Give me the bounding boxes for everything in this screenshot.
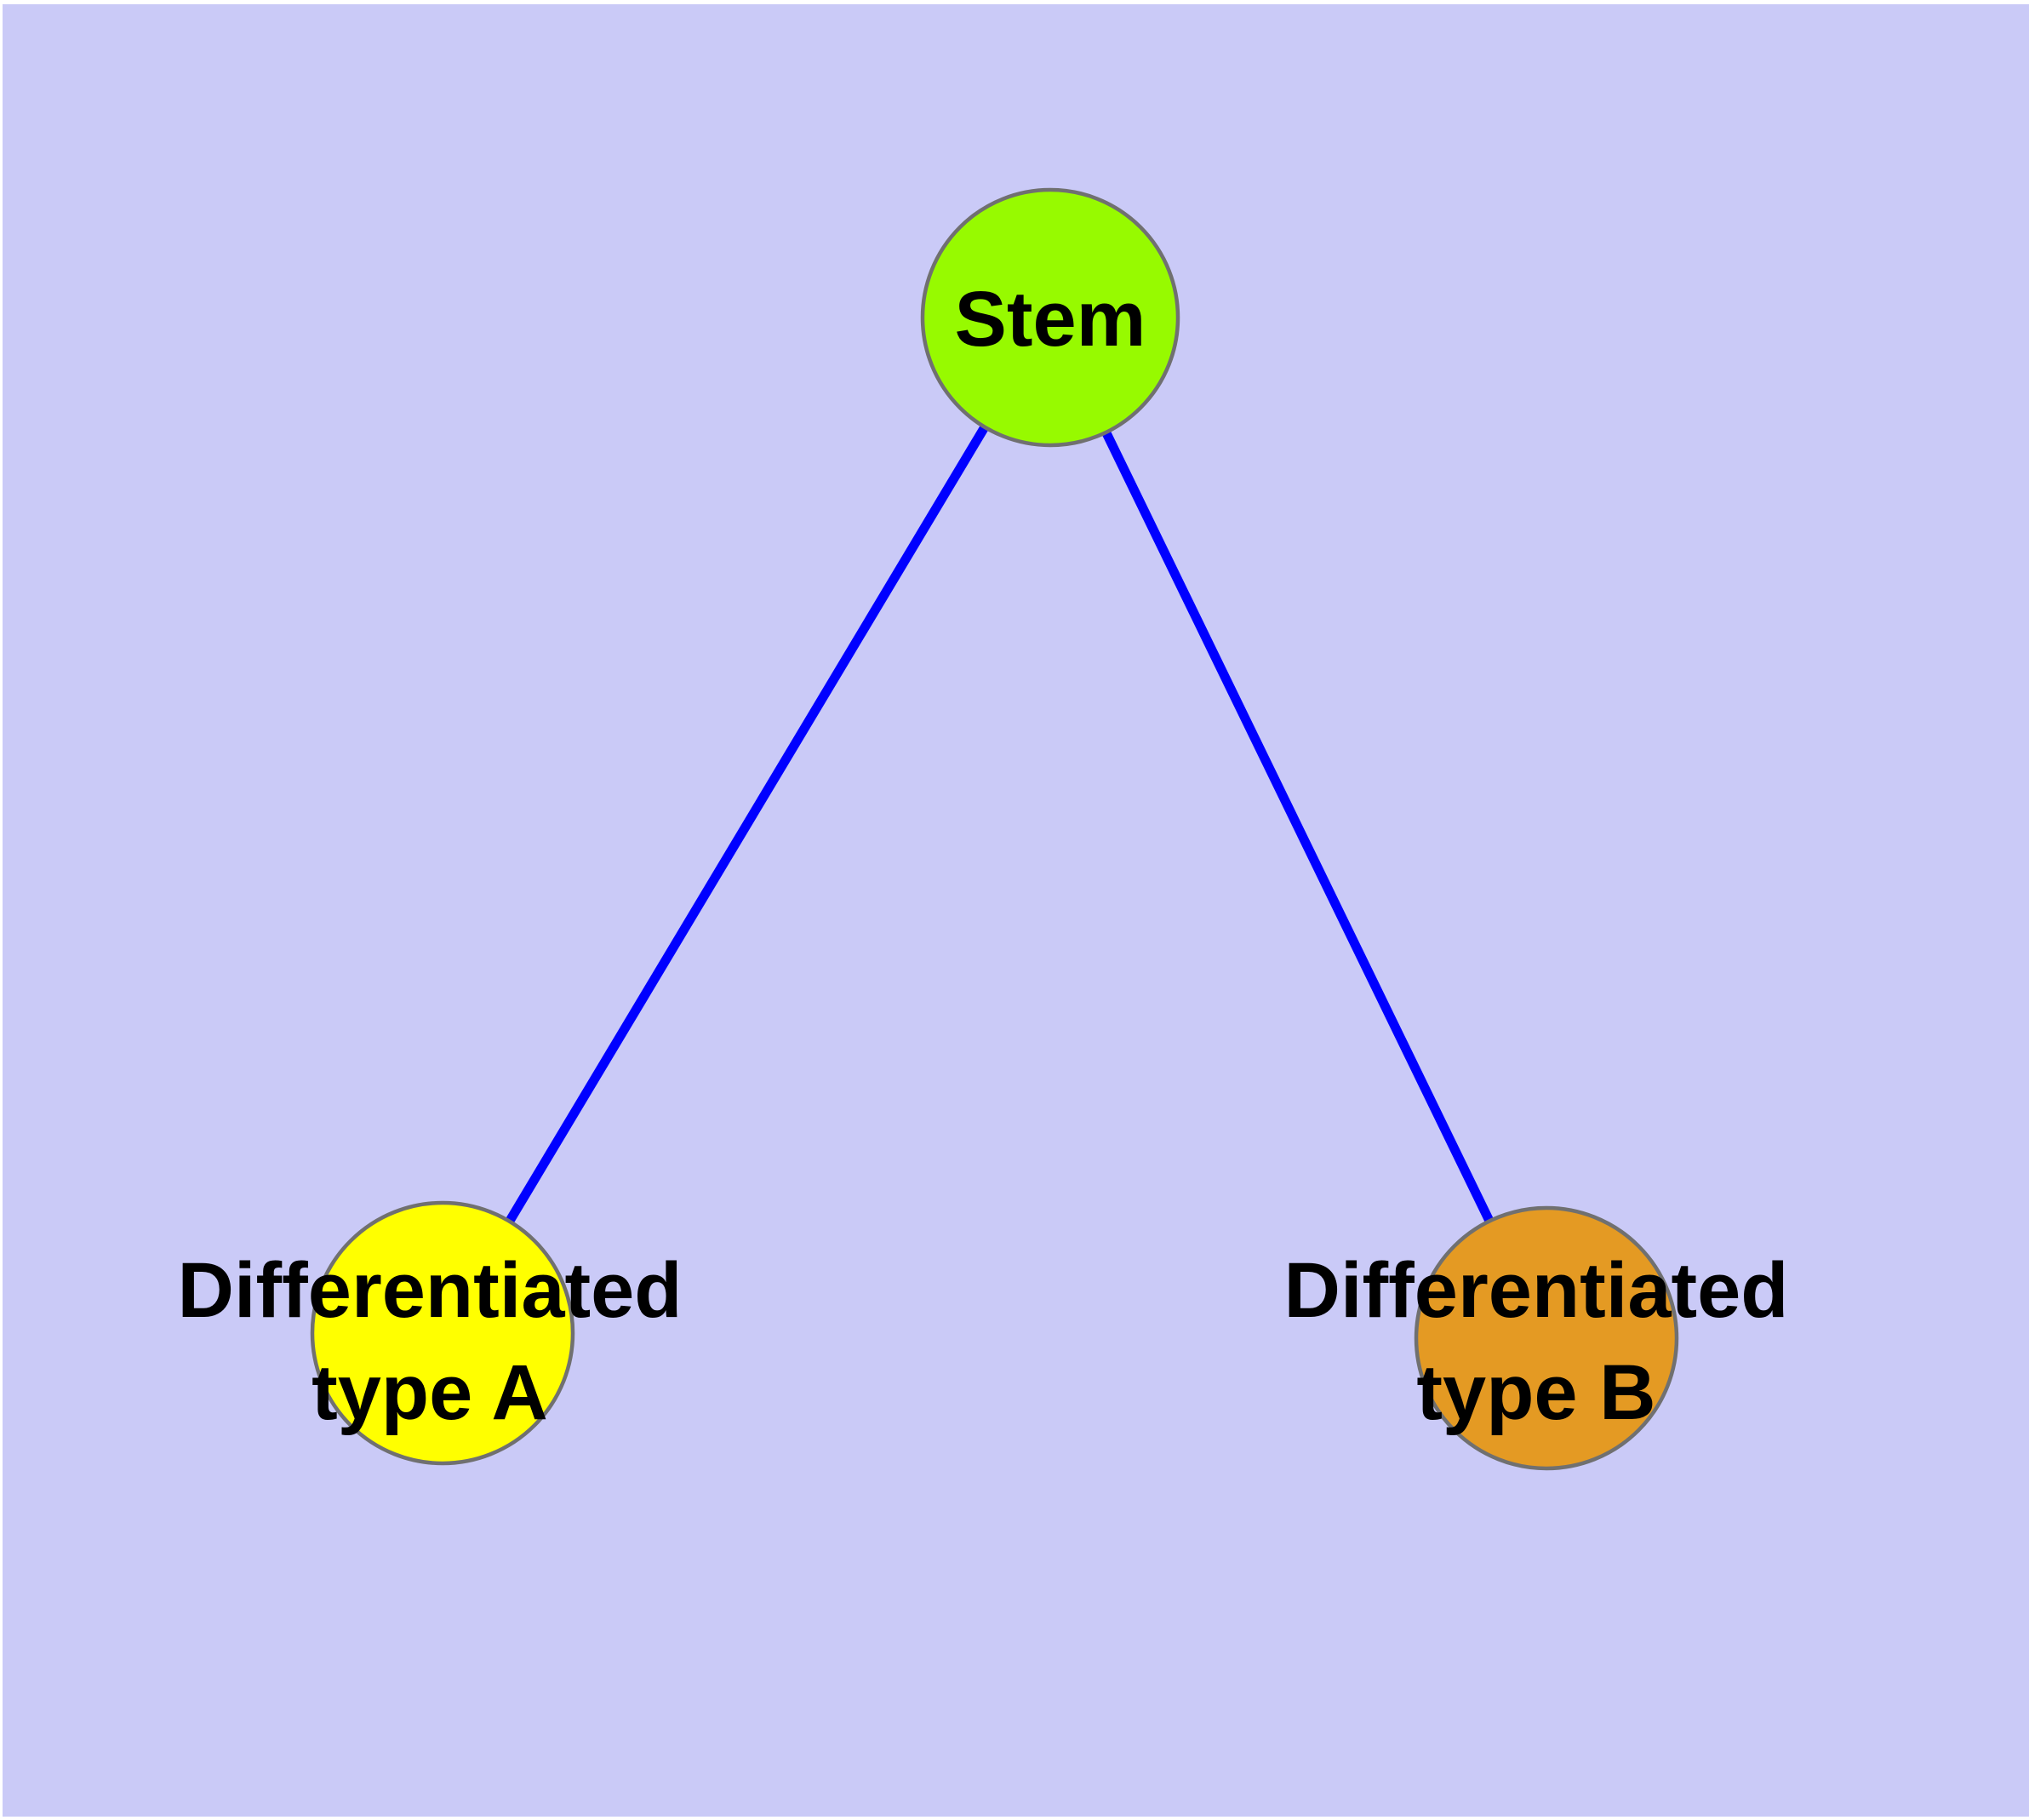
- differentiated-type-a-node-label-line-2: type A: [311, 1349, 548, 1436]
- differentiated-type-b-node-label-line-1: Differentiated: [1284, 1247, 1789, 1334]
- differentiated-type-b-node-label-line-2: type B: [1416, 1349, 1655, 1436]
- differentiated-type-b-node-circle: [1414, 1205, 1679, 1471]
- edge-stem-to-type-a: [438, 315, 1055, 1336]
- edge-stem-to-type-b: [1046, 315, 1551, 1341]
- stem-node-label: Stem: [955, 276, 1146, 363]
- stem-node-circle: [920, 187, 1180, 448]
- stem-node: Stem: [920, 187, 1180, 448]
- differentiated-type-a-node-label-line-1: Differentiated: [178, 1247, 683, 1334]
- differentiated-type-a-node: Differentiated type A: [178, 1200, 683, 1466]
- differentiated-type-b-node: Differentiated type B: [1284, 1205, 1789, 1471]
- differentiated-type-a-node-circle: [310, 1200, 575, 1466]
